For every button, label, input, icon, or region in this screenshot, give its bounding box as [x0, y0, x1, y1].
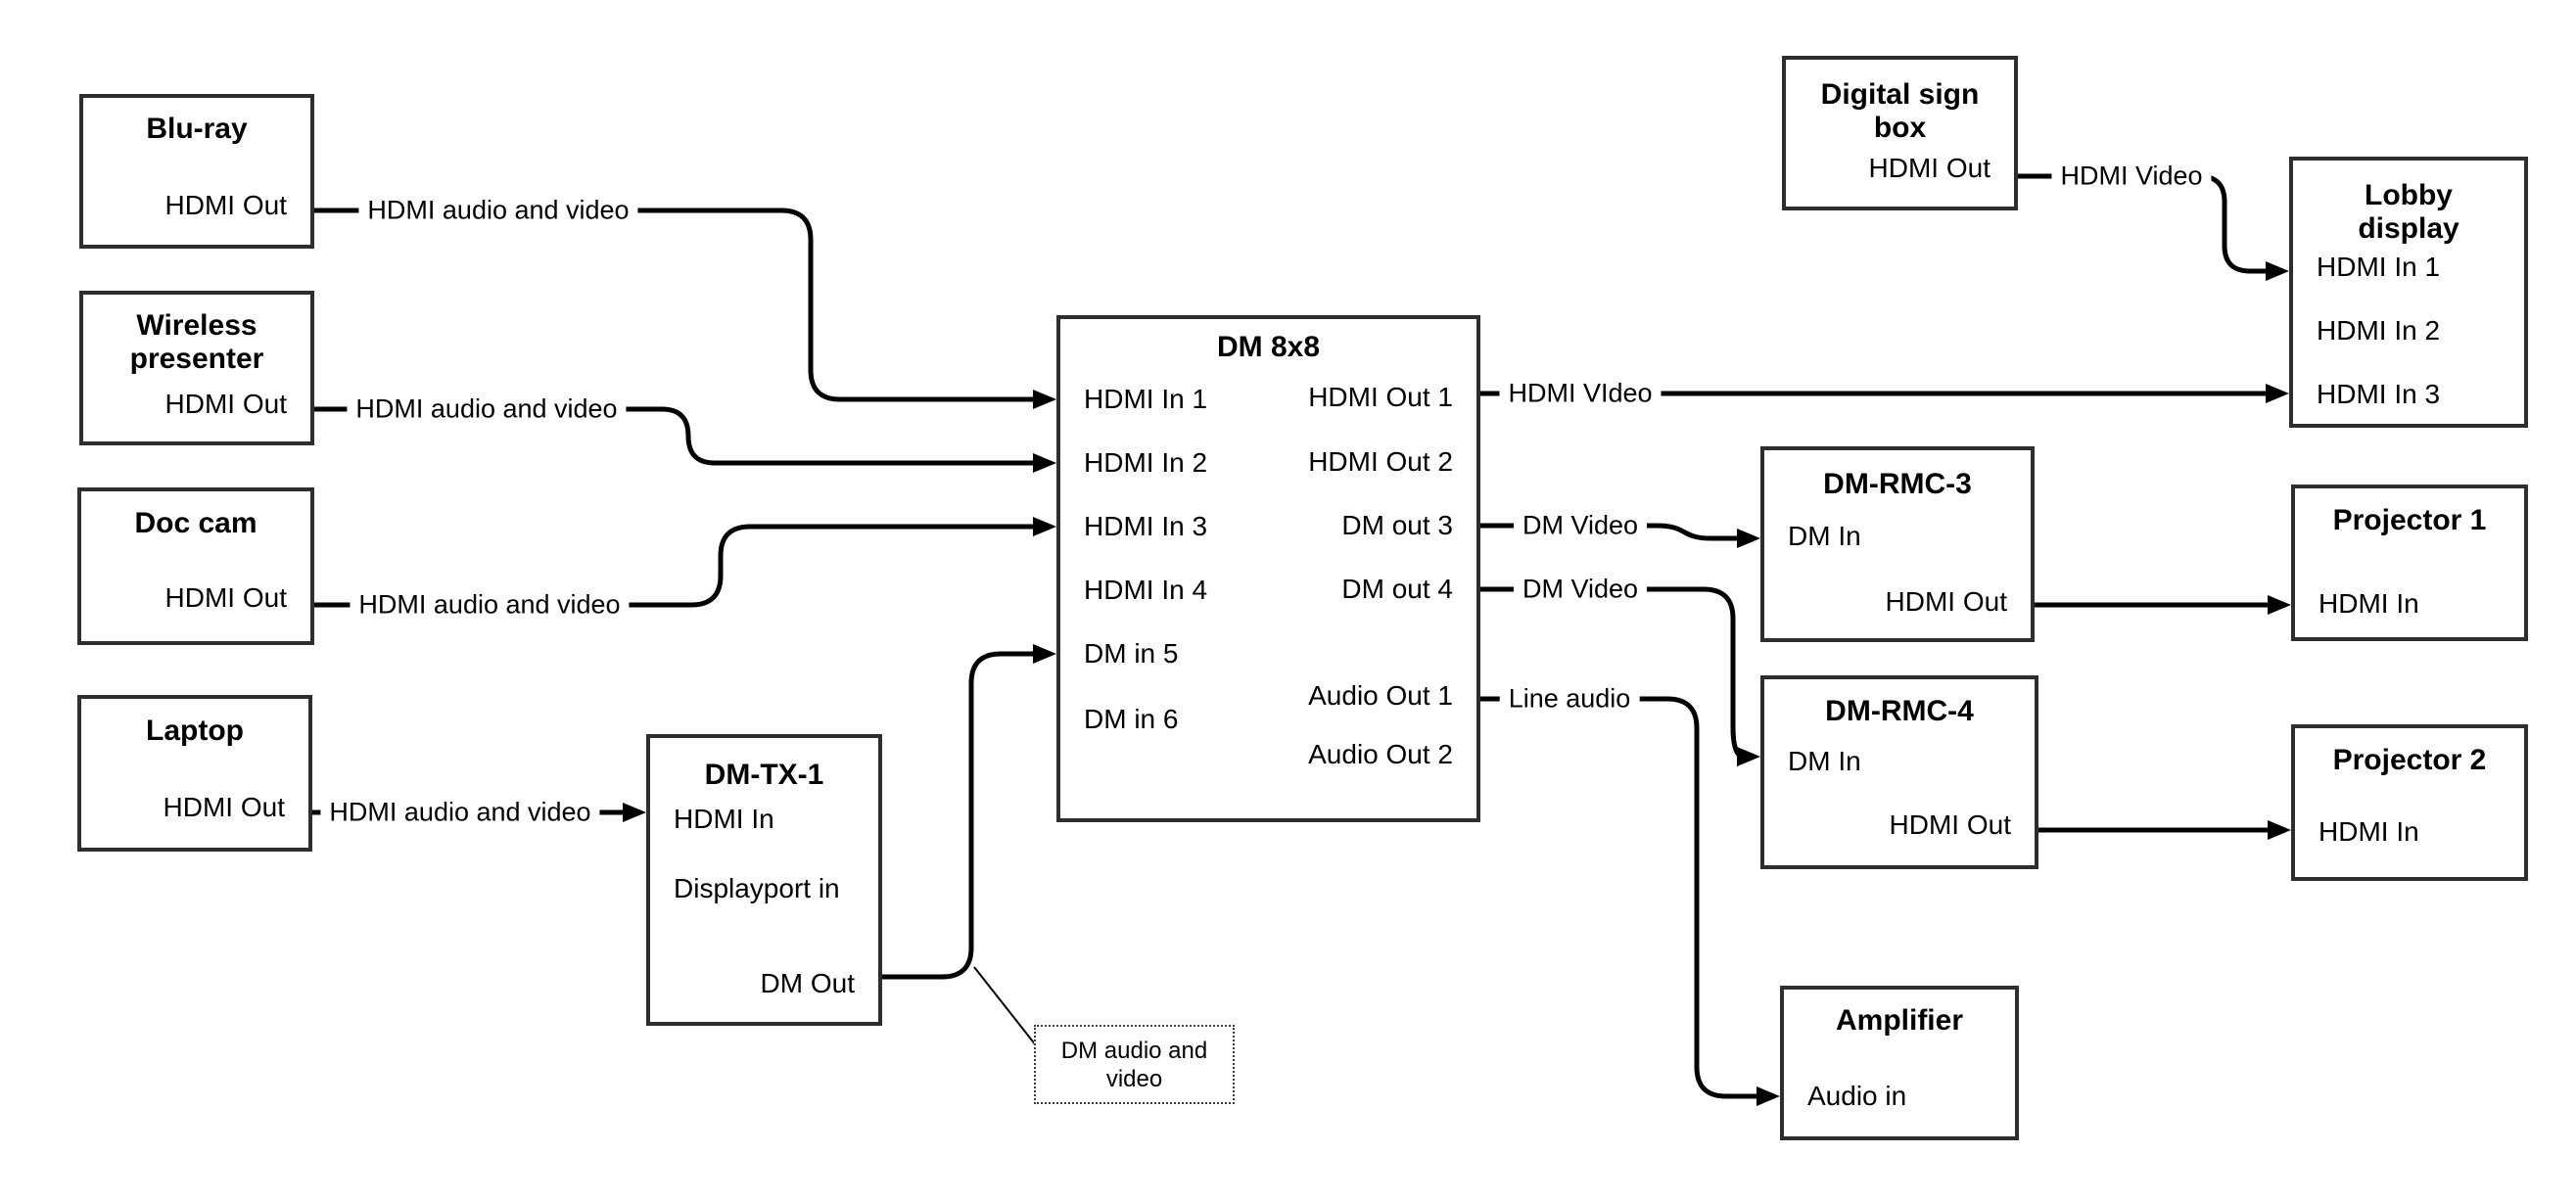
- arrowhead: [1033, 390, 1056, 409]
- port-dm-in-5: DM in 5: [1084, 638, 1179, 669]
- port-hdmi-in-4: HDMI In 4: [1084, 575, 1208, 605]
- port-audio-in: Audio in: [1807, 1081, 1907, 1111]
- node-title: DM 8x8: [1216, 331, 1321, 363]
- port-hdmi-in-3: HDMI In 3: [2317, 379, 2441, 409]
- port-hdmi-out: HDMI Out: [1889, 809, 2011, 840]
- port-dm-out-3: DM out 3: [1341, 510, 1453, 540]
- port-audio-out-2: Audio Out 2: [1308, 739, 1453, 769]
- port-hdmi-out: HDMI Out: [1868, 153, 1991, 183]
- node-dm-rmc-3: DM-RMC-3 DM In HDMI Out: [1760, 446, 2035, 642]
- port-audio-out-1: Audio Out 1: [1308, 680, 1453, 711]
- node-title: Projector 1: [2332, 504, 2487, 536]
- callout-text: DM audio and video: [1060, 1037, 1208, 1092]
- port-hdmi-out: HDMI Out: [163, 792, 285, 822]
- port-dm-in: DM In: [1788, 746, 1861, 776]
- node-laptop: Laptop HDMI Out: [77, 695, 312, 852]
- wire-bluray-to-dm8x8-in1: [314, 208, 1040, 402]
- port-hdmi-out-2: HDMI Out 2: [1308, 446, 1453, 477]
- node-title: Digital sign box: [1820, 78, 1980, 144]
- node-lobby-display: Lobby display HDMI In 1 HDMI In 2 HDMI I…: [2289, 157, 2528, 428]
- port-hdmi-in: HDMI In: [2318, 816, 2419, 847]
- node-doc-cam: Doc cam HDMI Out: [77, 487, 314, 645]
- node-title: Laptop: [146, 715, 244, 747]
- arrowhead: [623, 803, 646, 822]
- port-hdmi-out: HDMI Out: [1885, 586, 2007, 617]
- port-hdmi-in-1: HDMI In 1: [1084, 384, 1208, 414]
- port-hdmi-in: HDMI In: [674, 804, 774, 834]
- edge-label-line-audio: Line audio: [1499, 683, 1640, 715]
- port-hdmi-in: HDMI In: [2318, 588, 2419, 619]
- edge-label-hdmi-audio-video: HDMI audio and video: [350, 589, 630, 621]
- port-hdmi-out: HDMI Out: [164, 582, 287, 613]
- port-displayport-in: Displayport in: [674, 873, 840, 903]
- callout-dm-audio-and-video: DM audio and video: [1034, 1025, 1235, 1104]
- node-projector-2: Projector 2 HDMI In: [2291, 724, 2528, 881]
- node-title: Blu-ray: [146, 113, 248, 145]
- wire-dm8x8-audio1-to-amplifier: [1480, 696, 1762, 1099]
- node-title: DM-TX-1: [704, 759, 824, 791]
- arrowhead: [1737, 747, 1760, 766]
- node-projector-1: Projector 1 HDMI In: [2291, 485, 2528, 641]
- arrowhead: [1756, 1086, 1780, 1106]
- port-hdmi-out: HDMI Out: [164, 389, 287, 419]
- wire-dm8x8-out4-to-dmrmc4: [1480, 586, 1745, 760]
- port-hdmi-in-1: HDMI In 1: [2317, 252, 2441, 282]
- node-dm-tx-1: DM-TX-1 HDMI In Displayport in DM Out: [646, 734, 882, 1026]
- node-amplifier: Amplifier Audio in: [1780, 986, 2019, 1140]
- edge-label-hdmi-audio-video: HDMI audio and video: [358, 195, 638, 226]
- node-dm-rmc-4: DM-RMC-4 DM In HDMI Out: [1760, 675, 2038, 869]
- arrowhead: [2268, 820, 2291, 840]
- port-hdmi-in-3: HDMI In 3: [1084, 511, 1208, 541]
- node-bluray: Blu-ray HDMI Out: [79, 94, 314, 249]
- edge-label-hdmi-audio-video: HDMI audio and video: [320, 797, 600, 828]
- port-dm-out-4: DM out 4: [1341, 574, 1453, 604]
- arrowhead: [1033, 453, 1056, 473]
- port-dm-out: DM Out: [760, 968, 855, 998]
- edge-label-hdmi-video: HDMI Video: [2051, 161, 2212, 192]
- port-dm-in: DM In: [1788, 521, 1861, 551]
- arrowhead: [2266, 261, 2289, 281]
- edge-label-dm-video: DM Video: [1513, 510, 1648, 541]
- arrowhead: [1033, 517, 1056, 536]
- arrowhead: [1737, 529, 1760, 548]
- node-wireless-presenter: Wireless presenter HDMI Out: [79, 291, 314, 445]
- node-digital-sign-box: Digital sign box HDMI Out: [1782, 56, 2018, 210]
- node-title: Projector 2: [2332, 744, 2487, 776]
- edge-label-hdmi-video: HDMI VIdeo: [1499, 378, 1662, 409]
- node-title: Wireless presenter: [129, 309, 264, 375]
- node-title: Amplifier: [1835, 1004, 1964, 1037]
- port-dm-in-6: DM in 6: [1084, 704, 1179, 734]
- arrowhead: [2268, 595, 2291, 615]
- port-hdmi-out-1: HDMI Out 1: [1308, 382, 1453, 412]
- port-hdmi-in-2: HDMI In 2: [2317, 315, 2441, 346]
- callout-leader-line: [973, 966, 1037, 1046]
- wire-dmtx1-to-dm8x8-in5: [882, 651, 1040, 980]
- node-dm-8x8: DM 8x8 HDMI In 1 HDMI In 2 HDMI In 3 HDM…: [1056, 315, 1480, 822]
- node-title: Lobby display: [2358, 179, 2459, 245]
- arrowhead: [2266, 384, 2289, 403]
- node-title: DM-RMC-3: [1823, 468, 1972, 500]
- edge-label-hdmi-audio-video: HDMI audio and video: [347, 393, 627, 425]
- node-title: Doc cam: [134, 507, 258, 539]
- edge-label-dm-video: DM Video: [1513, 574, 1648, 605]
- port-hdmi-in-2: HDMI In 2: [1084, 447, 1208, 478]
- node-title: DM-RMC-4: [1825, 695, 1974, 727]
- port-hdmi-out: HDMI Out: [164, 190, 287, 220]
- arrowhead: [1033, 644, 1056, 664]
